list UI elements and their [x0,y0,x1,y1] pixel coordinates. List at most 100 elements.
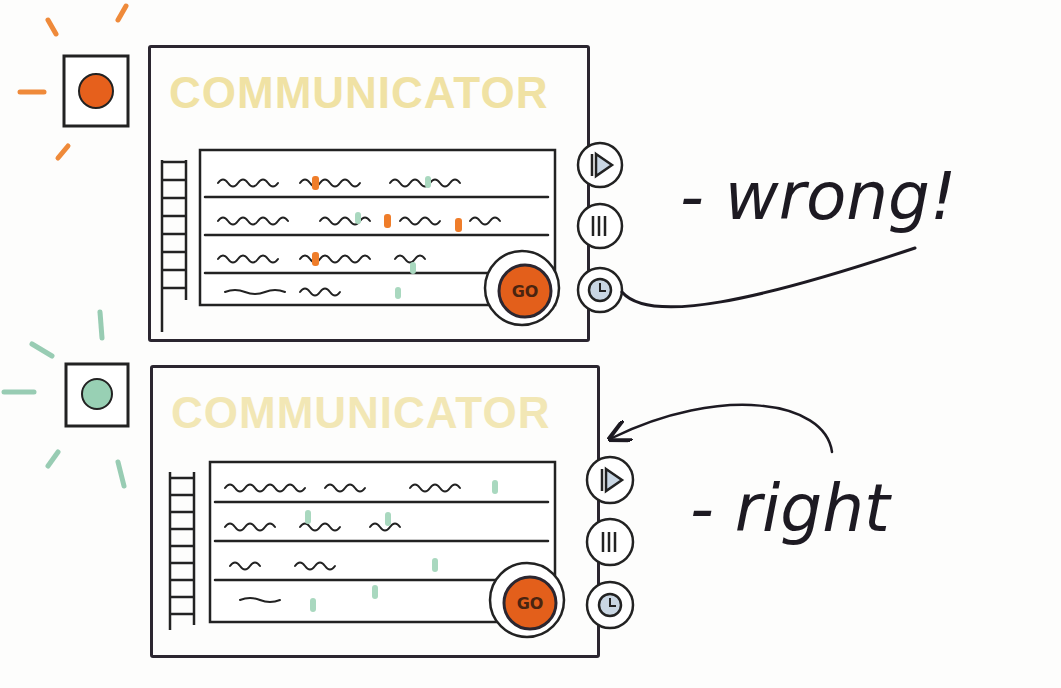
list-panel [200,150,559,325]
scribble [240,598,280,602]
scribble [470,218,500,225]
clock-icon [589,279,611,301]
orange-mark [312,176,319,190]
list-row-line [205,196,548,199]
go-notch [490,563,564,637]
scribble [225,485,305,492]
menu-button [578,204,622,248]
light-ray [4,390,34,395]
scribble [410,485,460,492]
annotation-note: - wrong! [680,158,956,235]
light-ray [58,146,68,158]
bars-icon [593,216,605,236]
light-ray [48,452,58,466]
green-mark [305,510,311,524]
clock-hands [600,283,606,291]
play-icon [601,469,604,491]
scribble [300,524,340,531]
scribble [218,218,288,225]
clock-hands [610,598,616,606]
play-icon [596,154,612,176]
list-row-line [215,540,548,543]
status-light [4,312,128,486]
ladder-rungs [170,478,194,614]
scribble [300,256,370,263]
scribble [230,563,260,570]
scribble [225,290,285,294]
play-icon [591,154,594,176]
orange-mark [312,252,319,266]
scribble [218,256,278,263]
clock-icon [599,594,621,616]
button-label: GO [517,594,544,613]
orange-mark [455,218,462,232]
scribble [225,524,275,531]
window-panel: COMMUNICATOR GO [148,45,590,342]
scribble-text [225,485,460,603]
list-row-line [215,501,548,504]
go-button: GO [497,263,553,319]
light-rays [20,6,126,158]
scribble [300,289,340,296]
green-marks [305,480,498,612]
light-ray [118,462,124,486]
window-panel: COMMUNICATOR GO [150,365,600,658]
orange-mark [384,214,391,228]
light-ray [100,312,102,338]
scribble [218,180,278,187]
green-mark [432,558,438,572]
light-ray [32,344,52,356]
ladder-rail [161,160,164,332]
green-mark [425,176,431,188]
scribble [300,180,360,187]
level-ladder [162,160,186,332]
clock-button [578,268,622,312]
clock-button [587,582,633,628]
green-mark [410,262,416,274]
list-row-line [205,234,548,237]
scribble [370,524,400,531]
green-mark [355,212,361,224]
orange-marks [312,176,462,266]
leader-arrow [612,405,832,452]
side-buttons [587,457,633,628]
green-mark [395,287,401,299]
light-rays [4,312,124,486]
leader-line [622,248,915,307]
play-icon [606,469,622,491]
go-button-circle [499,265,551,317]
bars-icon [603,532,615,552]
annotation-note: - right [690,470,890,547]
light-frame [64,56,128,126]
scribble [320,218,370,225]
green-marks [355,176,431,299]
light-ray [48,20,56,34]
green-mark [492,480,498,494]
side-buttons [578,143,622,312]
scribble-text [218,180,500,296]
scribble [400,218,440,225]
scribble [295,563,335,570]
light-ray [20,90,44,95]
ladder-rungs [162,162,186,288]
app-title: COMMUNICATOR [169,68,579,118]
green-mark [385,512,391,526]
scribble [325,485,365,492]
go-button: GO [502,575,558,631]
app-title: COMMUNICATOR [171,388,581,438]
button-label: GO [512,282,539,301]
green-mark [310,598,316,612]
level-ladder [170,472,194,630]
light-lamp [79,74,113,108]
list-panel [210,462,564,637]
go-button-circle [504,577,556,629]
green-mark [372,585,378,599]
scribble [395,256,425,263]
play-button [578,143,622,187]
menu-button [587,519,633,565]
go-notch [485,251,559,325]
light-lamp [82,379,112,409]
